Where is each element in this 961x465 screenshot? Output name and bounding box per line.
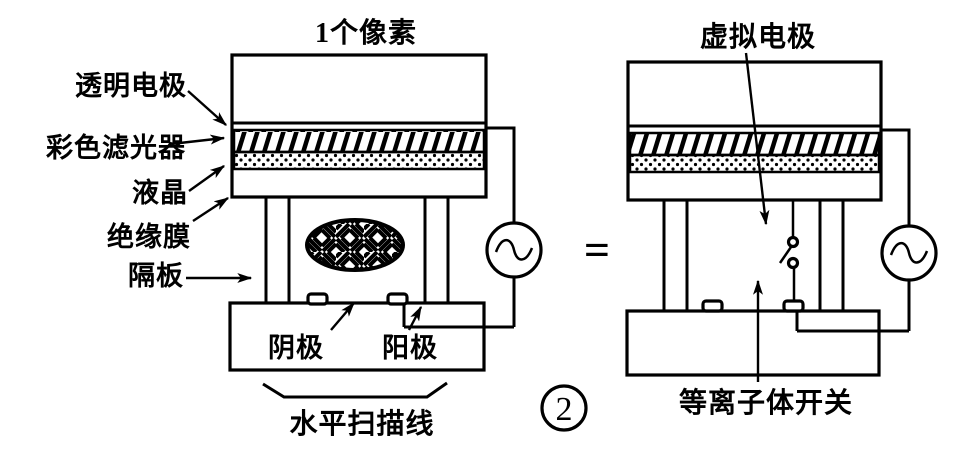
right-liquid-crystal-layer — [628, 153, 881, 174]
right-cathode-electrode — [701, 299, 724, 313]
callout-arrows — [170, 52, 770, 382]
right-top-wire — [881, 128, 911, 226]
transparent-electrode-arrow — [187, 90, 227, 126]
plasma-discharge-blob — [305, 218, 405, 272]
virtual-electrode-arrow — [744, 52, 770, 226]
cathode-label: 阴极 — [268, 333, 324, 363]
left-cathode-electrode — [306, 292, 329, 306]
virtual-switch-symbol — [778, 200, 800, 301]
equals-sign: = — [584, 224, 610, 275]
plasma-switch-label: 等离子体开关 — [679, 386, 853, 419]
scan-line-brace — [262, 381, 448, 399]
left-liquid-crystal-layer — [232, 150, 486, 171]
left-color-filter-layer — [232, 128, 486, 154]
switch-upper-contact — [786, 235, 800, 249]
left-pixel-cell — [228, 53, 543, 399]
right-ac-source-icon — [880, 224, 938, 282]
figure-number-badge: 2 — [540, 384, 588, 432]
switch-lever — [778, 246, 793, 264]
scan-line-label: 水平扫描线 — [289, 408, 434, 440]
insulating-film-label: 绝缘膜 — [107, 221, 191, 252]
left-anode-electrode — [386, 292, 409, 306]
labels: 1个像素 透明电极 彩色滤光器 液晶 绝缘膜 隔板 阴极 阳极 水平扫描线 虚拟… — [46, 17, 853, 440]
anode-label: 阳极 — [382, 333, 438, 363]
right-pixel-cell — [625, 60, 938, 377]
figure-number-text: 2 — [556, 391, 573, 428]
liquid-crystal-label: 液晶 — [132, 178, 188, 208]
color-filter-arrow — [170, 134, 226, 146]
right-base — [625, 309, 881, 377]
transparent-electrode-label: 透明电极 — [75, 71, 187, 101]
left-top-panel — [230, 53, 488, 199]
left-ac-source-icon — [485, 221, 543, 279]
switch-lower-contact — [786, 256, 800, 270]
insulating-film-arrow — [192, 196, 230, 223]
left-base — [228, 301, 486, 372]
figure-number-circle — [540, 384, 588, 432]
right-cell-title: 虚拟电极 — [700, 21, 816, 53]
anode-arrow — [407, 305, 423, 331]
right-anode-electrode — [782, 299, 805, 313]
partition-label: 隔板 — [128, 261, 184, 291]
left-cell-title: 1个像素 — [315, 17, 417, 49]
liquid-crystal-arrow — [188, 165, 226, 192]
right-color-filter-layer — [628, 131, 881, 157]
color-filter-label: 彩色滤光器 — [46, 132, 186, 163]
cathode-arrow — [330, 302, 355, 331]
left-top-wire — [486, 126, 516, 223]
